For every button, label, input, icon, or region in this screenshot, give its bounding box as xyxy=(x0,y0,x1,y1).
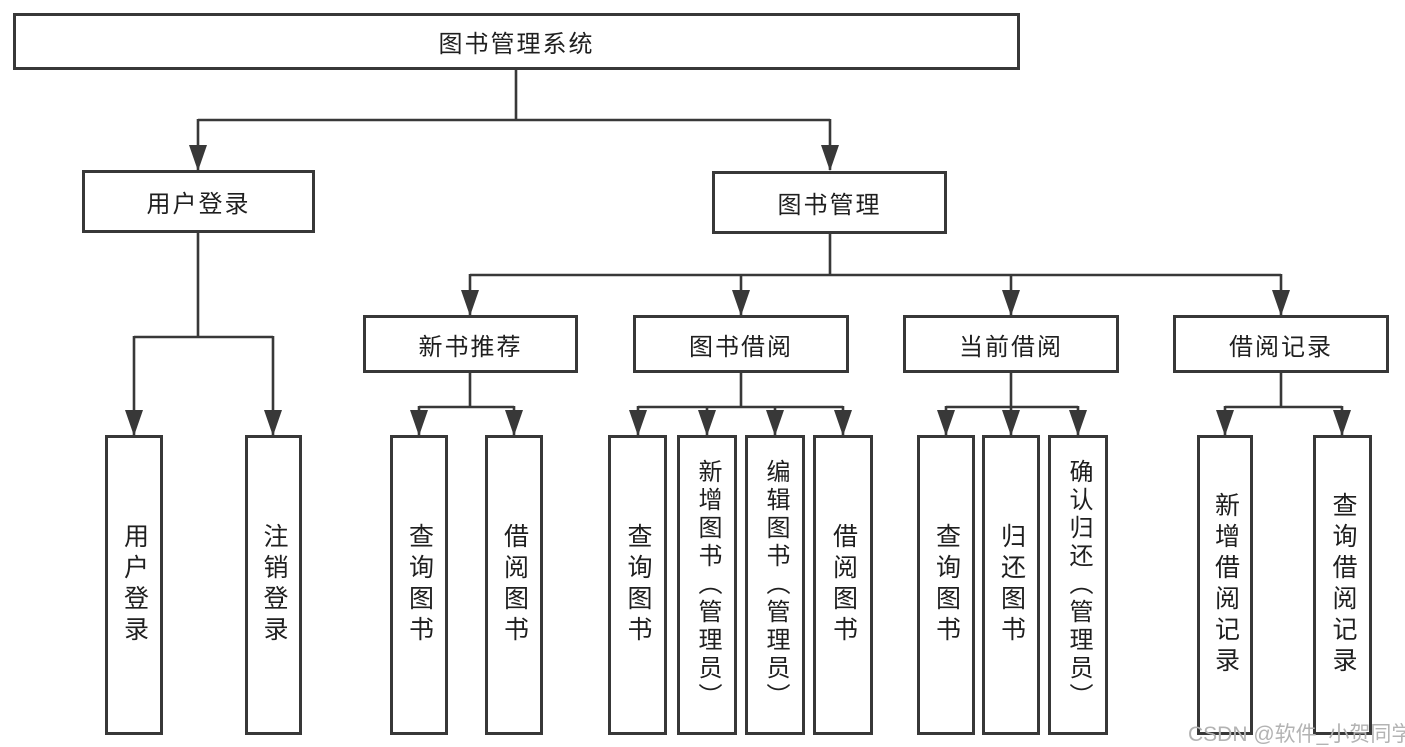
leaf-query-borrow-record: 查询借阅记录 xyxy=(1313,435,1372,735)
leaf-newrec-borrow-books-label: 借阅图书 xyxy=(500,523,529,647)
leaf-add-borrow-record: 新增借阅记录 xyxy=(1197,435,1253,735)
node-book-management-label: 图书管理 xyxy=(777,192,882,219)
leaf-return-books-label: 归还图书 xyxy=(997,523,1026,647)
node-book-management: 图书管理 xyxy=(712,171,947,234)
node-new-book-recommend: 新书推荐 xyxy=(363,315,578,373)
leaf-borrowing-borrow-books-label: 借阅图书 xyxy=(829,523,858,647)
leaf-edit-books-admin: 编辑图书（管理员） xyxy=(745,435,805,735)
leaf-add-books-admin: 新增图书（管理员） xyxy=(677,435,737,735)
leaf-borrowing-borrow-books: 借阅图书 xyxy=(813,435,873,735)
leaf-add-borrow-record-label: 新增借阅记录 xyxy=(1211,492,1240,678)
node-user-login: 用户登录 xyxy=(82,170,315,233)
node-current-borrowing: 当前借阅 xyxy=(903,315,1119,373)
node-book-borrowing-label: 图书借阅 xyxy=(689,333,793,361)
node-user-login-label: 用户登录 xyxy=(146,191,251,218)
node-borrowing-records-label: 借阅记录 xyxy=(1229,333,1333,361)
node-new-book-recommend-label: 新书推荐 xyxy=(418,333,523,361)
leaf-user-login: 用户登录 xyxy=(105,435,163,735)
leaf-user-login-label: 用户登录 xyxy=(120,523,149,647)
leaf-logout: 注销登录 xyxy=(245,435,302,735)
leaf-newrec-query-books: 查询图书 xyxy=(390,435,448,735)
leaf-borrowing-query-books: 查询图书 xyxy=(608,435,667,735)
leaf-borrowing-query-books-label: 查询图书 xyxy=(624,523,652,647)
leaf-confirm-return-admin: 确认归还（管理员） xyxy=(1048,435,1108,735)
leaf-current-query-books: 查询图书 xyxy=(917,435,975,735)
leaf-confirm-return-admin-label: 确认归还（管理员） xyxy=(1065,459,1092,711)
leaf-query-borrow-record-label: 查询借阅记录 xyxy=(1329,492,1357,678)
leaf-newrec-borrow-books: 借阅图书 xyxy=(485,435,543,735)
leaf-logout-label: 注销登录 xyxy=(260,523,288,647)
leaf-edit-books-admin-label: 编辑图书（管理员） xyxy=(762,459,789,711)
node-borrowing-records: 借阅记录 xyxy=(1173,315,1389,373)
node-current-borrowing-label: 当前借阅 xyxy=(959,333,1063,361)
csdn-watermark: CSDN @软件_小贺同学 xyxy=(1188,723,1405,746)
leaf-add-books-admin-label: 新增图书（管理员） xyxy=(694,459,721,711)
node-book-borrowing: 图书借阅 xyxy=(633,315,849,373)
leaf-current-query-books-label: 查询图书 xyxy=(932,523,961,647)
leaf-newrec-query-books-label: 查询图书 xyxy=(405,523,434,647)
node-root-system: 图书管理系统 xyxy=(13,13,1020,70)
leaf-return-books: 归还图书 xyxy=(982,435,1040,735)
node-root-system-label: 图书管理系统 xyxy=(438,31,595,58)
